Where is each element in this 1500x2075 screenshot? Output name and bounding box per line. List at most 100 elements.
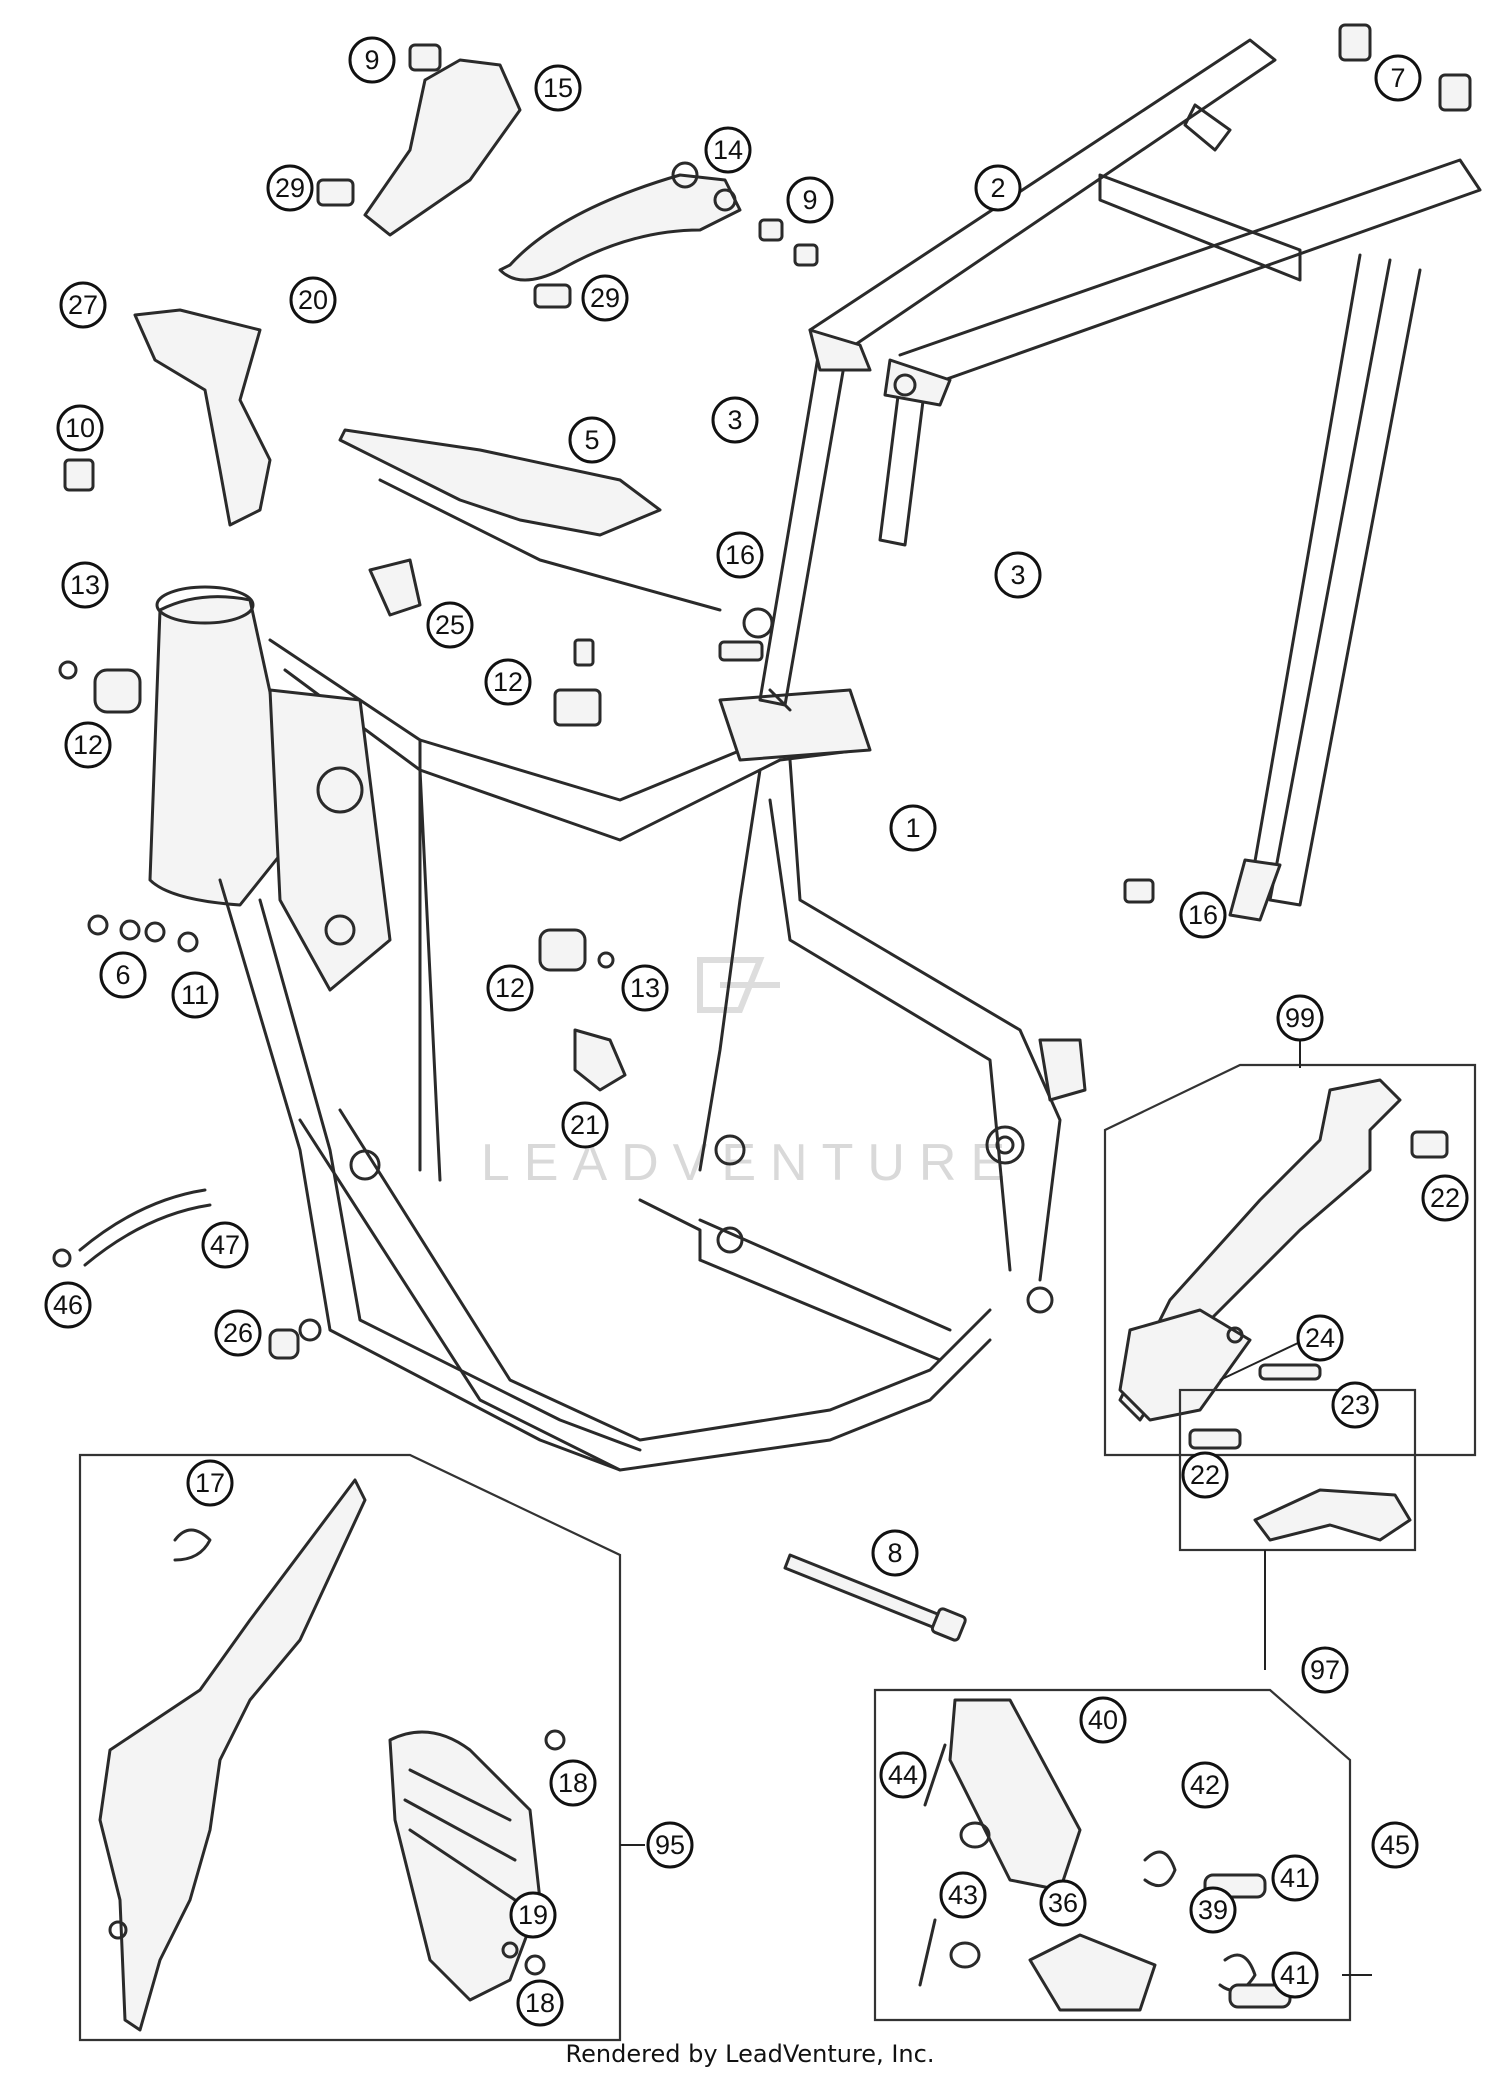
svg-text:12: 12 bbox=[495, 973, 525, 1003]
callout-40: 40 bbox=[1079, 1696, 1127, 1744]
svg-text:40: 40 bbox=[1088, 1705, 1118, 1735]
callout-17: 17 bbox=[186, 1459, 234, 1507]
callout-45: 45 bbox=[1371, 1821, 1419, 1869]
callout-41: 41 bbox=[1271, 1854, 1319, 1902]
svg-text:43: 43 bbox=[948, 1880, 978, 1910]
svg-text:12: 12 bbox=[493, 667, 523, 697]
long-bolt-8 bbox=[783, 1553, 967, 1642]
callout-12: 12 bbox=[484, 658, 532, 706]
callout-16: 16 bbox=[1179, 891, 1227, 939]
callout-9: 9 bbox=[348, 36, 396, 84]
svg-text:97: 97 bbox=[1310, 1655, 1340, 1685]
svg-text:39: 39 bbox=[1198, 1895, 1228, 1925]
svg-text:9: 9 bbox=[802, 185, 817, 215]
svg-text:95: 95 bbox=[655, 1830, 685, 1860]
callout-13: 13 bbox=[621, 964, 669, 1012]
callout-6: 6 bbox=[99, 951, 147, 999]
svg-text:23: 23 bbox=[1340, 1390, 1370, 1420]
svg-text:41: 41 bbox=[1280, 1960, 1310, 1990]
svg-text:18: 18 bbox=[558, 1768, 588, 1798]
group-95-frame-guards bbox=[78, 1453, 622, 2042]
callout-29: 29 bbox=[266, 164, 314, 212]
svg-text:18: 18 bbox=[525, 1988, 555, 2018]
callout-10: 10 bbox=[56, 404, 104, 452]
watermark: LEADVENTURE bbox=[481, 957, 1019, 1192]
callout-18: 18 bbox=[549, 1759, 597, 1807]
callout-16: 16 bbox=[716, 531, 764, 579]
svg-text:16: 16 bbox=[1188, 900, 1218, 930]
callout-39: 39 bbox=[1189, 1886, 1237, 1934]
callout-44: 44 bbox=[879, 1751, 927, 1799]
callouts: 9 15 29 14 9 29 27 20 10 5 3 3 16 25 13 … bbox=[44, 36, 1469, 2027]
svg-text:22: 22 bbox=[1190, 1460, 1220, 1490]
callout-3: 3 bbox=[711, 396, 759, 444]
callout-13: 13 bbox=[61, 561, 109, 609]
footer-credit: Rendered by LeadVenture, Inc. bbox=[565, 2040, 935, 2068]
svg-text:24: 24 bbox=[1305, 1323, 1335, 1353]
callout-99: 99 bbox=[1276, 994, 1324, 1042]
svg-text:13: 13 bbox=[70, 570, 100, 600]
callout-97: 97 bbox=[1301, 1646, 1349, 1694]
svg-text:17: 17 bbox=[195, 1468, 225, 1498]
callout-7: 7 bbox=[1374, 54, 1422, 102]
callout-11: 11 bbox=[171, 971, 219, 1019]
svg-text:21: 21 bbox=[570, 1110, 600, 1140]
svg-text:6: 6 bbox=[115, 960, 130, 990]
callout-23: 23 bbox=[1331, 1381, 1379, 1429]
leader-lines bbox=[620, 1040, 1372, 1976]
callout-25: 25 bbox=[426, 601, 474, 649]
group-97-pedal-tip bbox=[1178, 1388, 1417, 1552]
svg-text:7: 7 bbox=[1390, 63, 1405, 93]
svg-text:29: 29 bbox=[275, 173, 305, 203]
callout-47: 47 bbox=[201, 1221, 249, 1269]
callout-36: 36 bbox=[1039, 1879, 1087, 1927]
svg-text:9: 9 bbox=[364, 45, 379, 75]
watermark-text: LEADVENTURE bbox=[481, 1134, 1019, 1192]
group-99-brake-pedal bbox=[1103, 1063, 1477, 1457]
svg-text:11: 11 bbox=[181, 980, 209, 1010]
svg-text:10: 10 bbox=[65, 413, 95, 443]
callout-22: 22 bbox=[1421, 1174, 1469, 1222]
callout-27: 27 bbox=[59, 281, 107, 329]
svg-text:8: 8 bbox=[887, 1538, 902, 1568]
svg-text:26: 26 bbox=[223, 1318, 253, 1348]
callout-21: 21 bbox=[561, 1101, 609, 1149]
svg-text:36: 36 bbox=[1048, 1888, 1078, 1918]
callout-26: 26 bbox=[214, 1309, 262, 1357]
svg-text:20: 20 bbox=[298, 285, 328, 315]
svg-text:45: 45 bbox=[1380, 1830, 1410, 1860]
main-frame bbox=[148, 585, 1087, 1472]
callout-42: 42 bbox=[1181, 1761, 1229, 1809]
svg-text:47: 47 bbox=[210, 1230, 240, 1260]
svg-text:29: 29 bbox=[590, 283, 620, 313]
svg-text:44: 44 bbox=[888, 1760, 918, 1790]
callout-1: 1 bbox=[889, 804, 937, 852]
callout-9: 9 bbox=[786, 176, 834, 224]
svg-text:25: 25 bbox=[435, 610, 465, 640]
svg-text:5: 5 bbox=[584, 425, 599, 455]
svg-text:3: 3 bbox=[1010, 560, 1025, 590]
svg-text:1: 1 bbox=[905, 813, 920, 843]
callout-95: 95 bbox=[646, 1821, 694, 1869]
svg-text:99: 99 bbox=[1285, 1003, 1315, 1033]
svg-text:16: 16 bbox=[725, 540, 755, 570]
callout-15: 15 bbox=[534, 64, 582, 112]
callout-22: 22 bbox=[1181, 1451, 1229, 1499]
callout-46: 46 bbox=[44, 1281, 92, 1329]
svg-text:14: 14 bbox=[713, 135, 743, 165]
svg-text:41: 41 bbox=[1280, 1863, 1310, 1893]
callout-29: 29 bbox=[581, 274, 629, 322]
callout-20: 20 bbox=[289, 276, 337, 324]
parts-upper-left bbox=[52, 23, 1472, 1360]
svg-text:12: 12 bbox=[73, 730, 103, 760]
callout-18: 18 bbox=[516, 1979, 564, 2027]
svg-text:13: 13 bbox=[630, 973, 660, 1003]
subframe bbox=[758, 38, 1482, 922]
callout-43: 43 bbox=[939, 1871, 987, 1919]
callout-14: 14 bbox=[704, 126, 752, 174]
svg-text:22: 22 bbox=[1430, 1183, 1460, 1213]
callout-12: 12 bbox=[64, 721, 112, 769]
callout-24: 24 bbox=[1296, 1314, 1344, 1362]
svg-text:2: 2 bbox=[990, 173, 1005, 203]
